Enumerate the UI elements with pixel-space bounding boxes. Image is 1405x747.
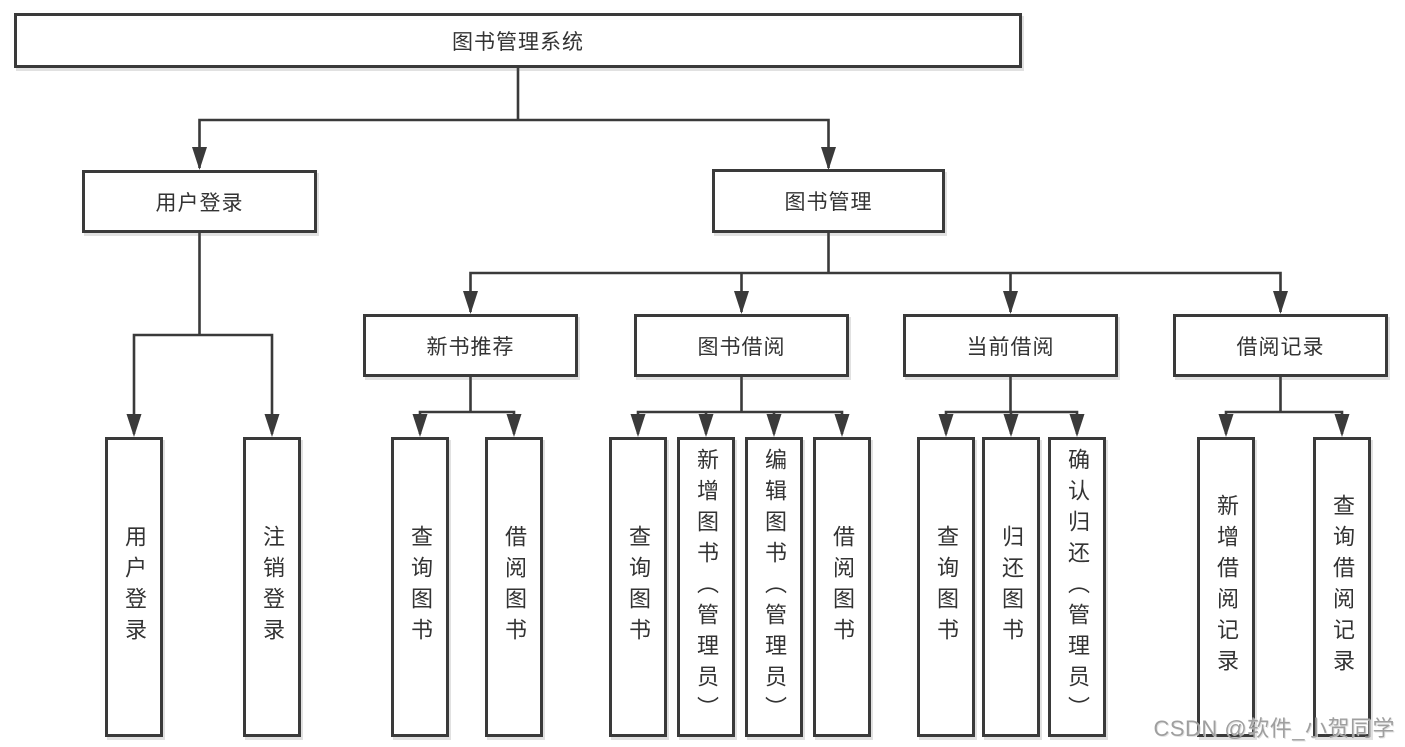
arrowhead <box>1069 414 1085 437</box>
arrowhead <box>766 414 782 437</box>
node-label: 查询图书 <box>408 525 433 649</box>
arrowhead <box>264 414 280 437</box>
arrowhead <box>126 414 142 437</box>
leaf-borrowing-borrow-book: 借阅图书 <box>813 437 871 737</box>
node-label: 查询图书 <box>934 525 959 649</box>
node-label: 注销登录 <box>260 525 285 649</box>
node-label: 新书推荐 <box>426 335 515 359</box>
arrowhead <box>1003 291 1018 314</box>
arrowhead <box>1273 291 1288 314</box>
node-borrowing-records: 借阅记录 <box>1173 314 1388 377</box>
leaf-borrowing-query-book: 查询图书 <box>609 437 667 737</box>
node-current-borrowing: 当前借阅 <box>903 314 1118 377</box>
arrowhead <box>1218 414 1234 437</box>
node-label: 确认归还（管理员） <box>1065 447 1090 727</box>
connector-borrowrecord-rail <box>1224 410 1344 434</box>
arrowhead <box>1334 414 1350 437</box>
node-label: 借阅记录 <box>1236 335 1325 359</box>
leaf-newbook-query-book: 查询图书 <box>391 437 449 737</box>
node-label: 新增借阅记录 <box>1214 494 1239 680</box>
arrowhead <box>630 414 646 437</box>
node-label: 图书管理 <box>784 191 873 214</box>
node-book-management: 图书管理 <box>712 169 945 233</box>
leaf-current-confirm-return-admin: 确认归还（管理员） <box>1048 437 1106 737</box>
node-book-borrowing: 图书借阅 <box>634 314 849 377</box>
leaf-borrowing-add-book-admin: 新增图书（管理员） <box>677 437 735 737</box>
leaf-user-login: 用户登录 <box>105 437 163 737</box>
arrowhead <box>1003 414 1019 437</box>
node-label: 新增图书（管理员） <box>694 447 719 727</box>
node-label: 查询借阅记录 <box>1330 494 1355 680</box>
node-label: 编辑图书（管理员） <box>762 447 787 727</box>
arrowhead <box>506 414 522 437</box>
arrowhead <box>192 147 207 170</box>
node-label: 归还图书 <box>999 525 1024 649</box>
leaf-logout: 注销登录 <box>243 437 301 737</box>
arrowhead <box>938 414 954 437</box>
leaf-current-query-book: 查询图书 <box>917 437 975 737</box>
connector-newbook-rail <box>418 410 516 434</box>
arrowhead <box>412 414 428 437</box>
node-label: 当前借阅 <box>966 335 1055 359</box>
node-label: 查询图书 <box>626 525 651 649</box>
leaf-records-query-borrow-record: 查询借阅记录 <box>1313 437 1371 737</box>
node-label: 图书管理系统 <box>452 30 584 54</box>
node-label: 借阅图书 <box>502 525 527 649</box>
arrowhead <box>463 291 478 314</box>
csdn-watermark: CSDN @软件_小贺同学 <box>1153 716 1395 741</box>
node-label: 借阅图书 <box>830 525 855 649</box>
leaf-records-add-borrow-record: 新增借阅记录 <box>1197 437 1255 737</box>
leaf-current-return-book: 归还图书 <box>982 437 1040 737</box>
arrowhead <box>698 414 714 437</box>
leaf-borrowing-edit-book-admin: 编辑图书（管理员） <box>745 437 803 737</box>
node-library-management-system: 图书管理系统 <box>14 13 1022 68</box>
arrowhead-group <box>126 147 1350 437</box>
connector-userlogin-rail <box>132 333 274 434</box>
connector-line-group <box>132 68 1344 434</box>
connector-level2-rail <box>198 118 830 168</box>
node-label: 图书借阅 <box>697 335 786 359</box>
node-user-login: 用户登录 <box>82 170 317 233</box>
arrowhead <box>734 291 749 314</box>
arrowhead <box>834 414 850 437</box>
node-label: 用户登录 <box>122 525 147 649</box>
arrowhead <box>821 147 836 170</box>
node-label: 用户登录 <box>155 191 244 215</box>
connector-bookborrow-rail <box>636 410 844 434</box>
node-new-book-recommendation: 新书推荐 <box>363 314 578 377</box>
leaf-newbook-borrow-book: 借阅图书 <box>485 437 543 737</box>
connector-level3-rail <box>469 271 1282 312</box>
